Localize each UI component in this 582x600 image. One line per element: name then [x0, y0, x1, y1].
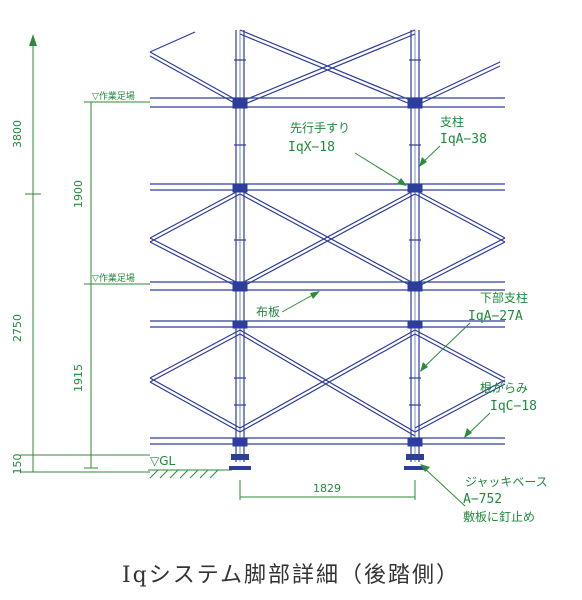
leader-arrow-icon: [419, 157, 427, 167]
dimension-lines: [20, 34, 416, 500]
dim-base-offset: 150: [11, 454, 24, 475]
leader-arrow-icon: [420, 464, 430, 472]
leader-arrow-icon: [464, 428, 472, 438]
dim-lower-span: 1915: [72, 364, 85, 392]
annotation-jack-base: ジャッキベース A−752 敷板に釘止め: [420, 464, 548, 524]
lower-x-braces: [149, 329, 506, 437]
label-jack-base-code: A−752: [463, 492, 502, 507]
label-post-code: IqA−38: [440, 132, 487, 147]
leader-arrow-icon: [420, 362, 428, 372]
scaffold-structure: [149, 29, 506, 470]
dim-lower-total: 2750: [11, 314, 24, 342]
annotation-plank: 布板: [256, 291, 320, 319]
arrow-up-icon: [29, 34, 37, 46]
post-right: [410, 30, 420, 462]
leader-arrow-icon: [310, 291, 320, 299]
label-bottom-brace-code: IqC−18: [490, 399, 537, 414]
level-work-floor-lower: ▽作業足場: [92, 272, 135, 284]
leader-arrow-icon: [397, 178, 407, 186]
post-left: [235, 30, 245, 462]
annotation-handrail: 先行手すり IqX−18: [288, 121, 407, 186]
label-lower-post-name: 下部支柱: [480, 290, 528, 305]
jack-base-left: [229, 454, 251, 470]
jack-base-right: [404, 454, 426, 470]
ground-hatch: [148, 469, 232, 479]
ledgers: [150, 97, 505, 445]
upper-x-braces: [149, 189, 506, 289]
label-post-name: 支柱: [440, 114, 464, 129]
annotation-bottom-brace: 根がらみ IqC−18: [464, 380, 537, 438]
label-lower-post-code: IqA−27A: [468, 309, 523, 324]
post-collars: [234, 59, 421, 406]
drawing-caption: Iqシステム脚部詳細（後踏側）: [122, 563, 460, 588]
annotation-lower-post: 下部支柱 IqA−27A: [420, 290, 528, 372]
dim-upper-span: 1900: [72, 180, 85, 208]
label-plank-name: 布板: [256, 305, 280, 319]
label-jack-base-name: ジャッキベース: [465, 475, 548, 489]
label-jack-base-note: 敷板に釘止め: [463, 509, 535, 524]
joints: [232, 97, 423, 447]
annotation-post: 支柱 IqA−38: [419, 114, 487, 167]
dim-post-spacing: 1829: [313, 482, 341, 495]
level-ground: ▽GL: [150, 454, 176, 468]
label-handrail-code: IqX−18: [288, 140, 335, 155]
dim-total-height: 3800: [11, 120, 24, 148]
label-handrail-name: 先行手すり: [290, 121, 350, 135]
top-braces: [149, 29, 501, 107]
label-bottom-brace-name: 根がらみ: [480, 380, 528, 395]
level-work-floor-upper: ▽作業足場: [92, 90, 135, 102]
